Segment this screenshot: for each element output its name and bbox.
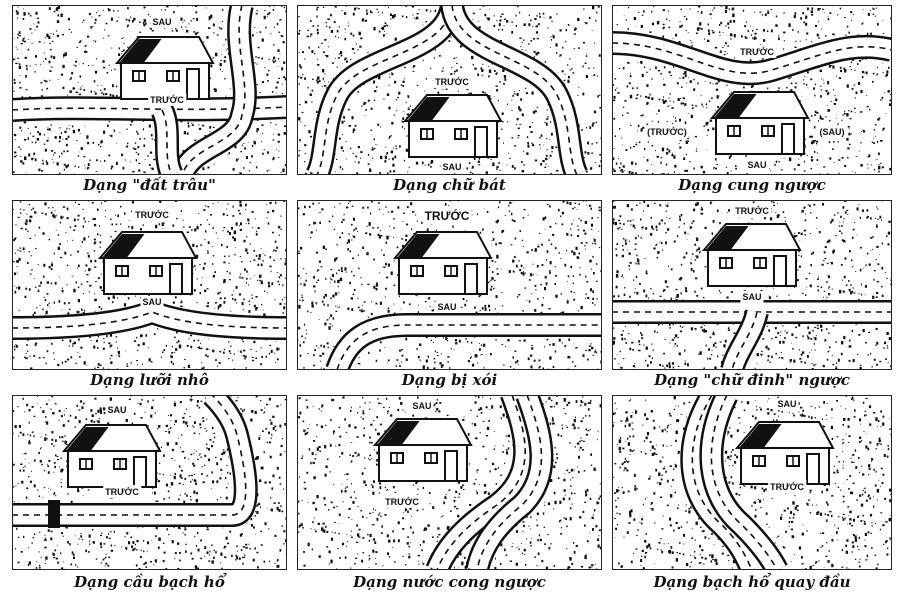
panel-1: SAU TRƯỚC	[12, 5, 287, 175]
panel-2-illustration: TRƯỚC SAU	[297, 5, 602, 175]
panel-7: SAU TRƯỚC	[12, 395, 287, 570]
panel-5-caption: Dạng bị xói	[401, 371, 498, 389]
panel-2: TRƯỚC SAU	[297, 5, 602, 175]
house-icon	[392, 231, 493, 295]
label-sau: SAU	[777, 399, 796, 409]
house-icon	[709, 91, 810, 155]
house-icon	[402, 94, 503, 158]
panel-1-caption: Dạng "đất trâu"	[83, 176, 216, 194]
label-truoc: TRƯỚC	[435, 76, 469, 87]
label-sau: SAU	[107, 405, 126, 415]
panel-6: TRƯỚC SAU	[612, 200, 892, 370]
panel-4-caption: Dạng lưỡi nhô	[90, 371, 209, 389]
label-sau: SAU	[742, 292, 761, 302]
panel-5: TRƯỚC SAU	[297, 200, 602, 370]
panel-7-caption: Dạng cầu bạch hổ	[74, 573, 225, 591]
panel-3: TRƯỚC (TRƯỚC) (SAU) SAU	[612, 5, 892, 175]
label-truoc: TRƯỚC	[735, 205, 769, 216]
label-truoc: TRƯỚC	[105, 486, 139, 497]
panel-8: SAU TRƯỚC	[297, 395, 602, 570]
house-icon	[114, 36, 215, 100]
label-truoc-side: (TRƯỚC)	[647, 126, 687, 137]
panel-3-caption: Dạng cung ngược	[678, 176, 826, 194]
label-sau: SAU	[152, 17, 171, 27]
panel-4: TRƯỚC SAU	[12, 200, 287, 370]
house-icon	[372, 418, 473, 482]
panel-6-caption: Dạng "chữ đinh" ngược	[654, 371, 850, 389]
panel-7-illustration: SAU TRƯỚC	[12, 395, 287, 570]
panel-6-illustration: TRƯỚC SAU	[612, 200, 892, 370]
label-truoc: TRƯỚC	[770, 481, 804, 492]
bridge-icon	[48, 500, 60, 528]
panel-4-illustration: TRƯỚC SAU	[12, 200, 287, 370]
label-sau-side: (SAU)	[820, 127, 845, 137]
label-sau: SAU	[412, 401, 431, 411]
house-icon	[61, 424, 162, 488]
panel-9-caption: Dạng bạch hổ quay đầu	[653, 573, 851, 591]
panel-1-illustration: SAU TRƯỚC	[12, 5, 287, 175]
label-sau: SAU	[442, 162, 461, 172]
label-truoc: TRƯỚC	[135, 209, 169, 220]
house-icon	[734, 421, 835, 485]
panel-5-illustration: TRƯỚC SAU	[297, 200, 602, 370]
label-truoc: TRƯỚC	[150, 94, 184, 105]
panel-9: SAU TRƯỚC	[612, 395, 892, 570]
house-icon	[97, 231, 198, 295]
panel-2-caption: Dạng chữ bát	[393, 176, 506, 194]
house-icon	[701, 223, 802, 287]
panel-9-illustration: SAU TRƯỚC	[612, 395, 892, 570]
label-truoc: TRƯỚC	[425, 208, 470, 223]
label-truoc: TRƯỚC	[740, 46, 774, 57]
label-sau: SAU	[142, 297, 161, 307]
label-sau: SAU	[437, 302, 456, 312]
label-sau: SAU	[747, 160, 766, 170]
panel-3-illustration: TRƯỚC (TRƯỚC) (SAU) SAU	[612, 5, 892, 175]
panel-8-illustration: SAU TRƯỚC	[297, 395, 602, 570]
panel-8-caption: Dạng nước cong ngược	[353, 573, 546, 591]
label-truoc: TRƯỚC	[385, 496, 419, 507]
